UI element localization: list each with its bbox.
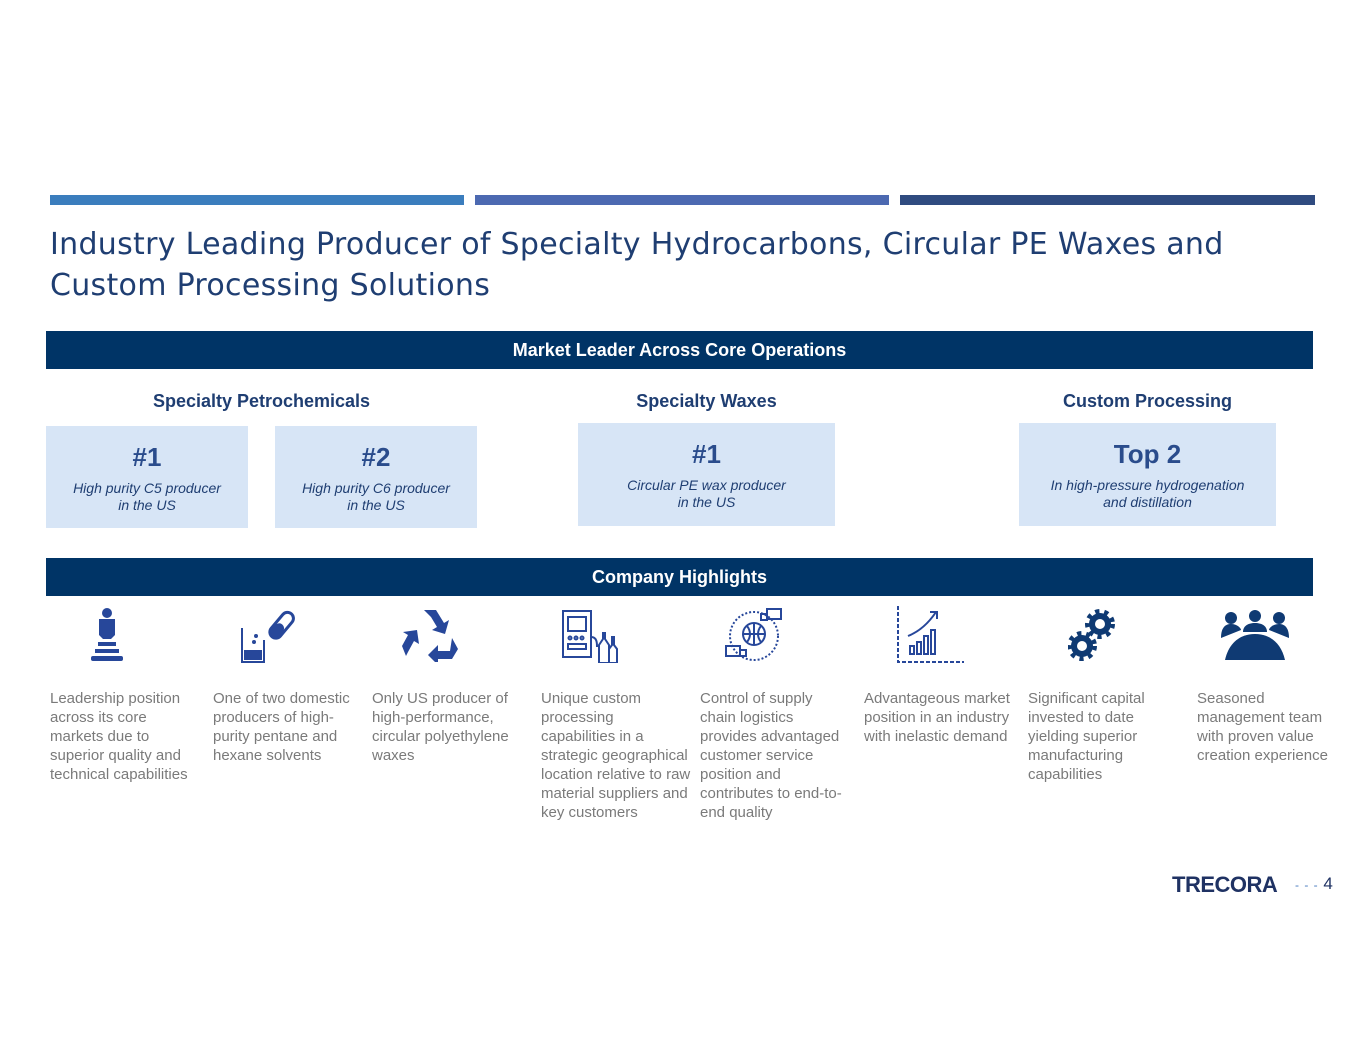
global-logistics-icon: [725, 608, 782, 661]
highlight-item: Advantageous market position in an indus…: [864, 600, 1014, 745]
accent-bar-3: [900, 195, 1315, 205]
highlight-text: Unique custom processing capabilities in…: [541, 690, 691, 821]
lab-beaker-icon: [241, 610, 295, 663]
rank-desc: Circular PE wax producer: [627, 477, 786, 493]
trecora-logo: TRECORA: [1172, 872, 1278, 897]
rank-desc: in the US: [118, 497, 176, 513]
team-icon: [1221, 610, 1289, 660]
rank: Top 2: [1113, 439, 1182, 469]
rank-desc: In high-pressure hydrogenation: [1050, 477, 1245, 493]
page-number: - - - 4: [1295, 874, 1334, 894]
leadership-pedestal-icon: [91, 608, 123, 661]
processing-plant-icon: [562, 610, 618, 663]
highlight-item: Unique custom processing capabilities in…: [541, 600, 691, 821]
rank-desc: High purity C5 producer: [73, 480, 221, 496]
page-number-value: 4: [1323, 874, 1334, 893]
market-leader-banner: Market Leader Across Core Operations: [46, 331, 1313, 369]
rank-desc: and distillation: [1103, 494, 1192, 510]
rank-desc: in the US: [677, 494, 736, 510]
highlight-text: Seasoned management team with proven val…: [1197, 690, 1328, 764]
segment-heading-custom: Custom Processing: [1062, 391, 1233, 411]
highlight-item: Seasoned management team with proven val…: [1197, 600, 1347, 764]
rank: #1: [692, 439, 721, 469]
rank: #2: [361, 442, 391, 472]
footer-dashes: - - -: [1295, 878, 1319, 892]
highlight-item: Significant capital invested to date yie…: [1028, 600, 1178, 783]
gears-icon: [1068, 609, 1115, 661]
recycle-icon: [402, 610, 458, 662]
highlight-text: Advantageous market position in an indus…: [864, 690, 1010, 745]
highlight-text: Control of supply chain logistics provid…: [700, 690, 842, 821]
highlight-item: Control of supply chain logistics provid…: [700, 600, 850, 821]
highlight-text: One of two domestic producers of high-pu…: [213, 690, 350, 764]
highlight-item: Leadership position across its core mark…: [50, 600, 200, 783]
rank-desc: in the US: [347, 497, 405, 513]
rank: #1: [132, 442, 162, 472]
company-highlights-banner: Company Highlights: [46, 558, 1313, 596]
highlight-item: One of two domestic producers of high-pu…: [213, 600, 363, 764]
accent-bar-2: [475, 195, 889, 205]
page-title: Industry Leading Producer of Specialty H…: [50, 227, 1224, 303]
highlight-item: Only US producer of high-performance, ci…: [372, 600, 522, 764]
highlight-text: Only US producer of high-performance, ci…: [372, 690, 509, 764]
accent-bar-1: [50, 195, 464, 205]
segment-heading-waxes: Specialty Waxes: [636, 391, 777, 411]
growth-chart-icon: [897, 606, 964, 663]
rank-desc: High purity C6 producer: [302, 480, 450, 496]
highlight-text: Leadership position across its core mark…: [50, 690, 188, 783]
segment-heading-petrochemicals: Specialty Petrochemicals: [152, 391, 371, 411]
highlight-text: Significant capital invested to date yie…: [1028, 690, 1145, 783]
